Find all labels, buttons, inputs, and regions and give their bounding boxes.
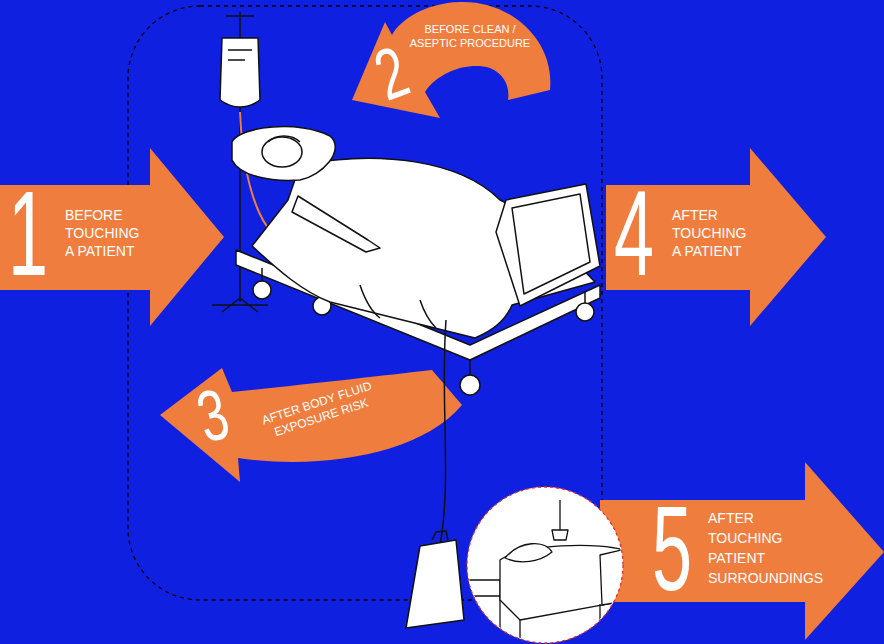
patient-arm bbox=[292, 196, 380, 252]
bed-wheel bbox=[253, 281, 271, 299]
inset-footboard bbox=[600, 548, 632, 605]
moment-number: 5 bbox=[652, 488, 692, 608]
bedside-table bbox=[466, 580, 500, 640]
arrow-shape bbox=[0, 148, 224, 326]
arrow-shape bbox=[352, 2, 550, 118]
urine-bag-neck bbox=[432, 531, 448, 540]
footboard-panel bbox=[512, 194, 590, 294]
urine-bag-drawing bbox=[406, 320, 464, 628]
urine-bag bbox=[406, 540, 464, 628]
iv-bag-marks bbox=[228, 50, 252, 60]
moment-arrow: 1 BEFORE TOUCHING A PATIENT bbox=[0, 148, 226, 328]
moment-label: AFTER TOUCHING A PATIENT bbox=[672, 206, 754, 260]
moment-arrow: 5AFTER TOUCHING PATIENT SURROUNDINGS bbox=[600, 462, 884, 642]
catheter-tube bbox=[440, 320, 446, 545]
moment-label: AFTER TOUCHING PATIENT SURROUNDINGS bbox=[708, 508, 818, 588]
pillow bbox=[232, 127, 335, 181]
patient-head bbox=[262, 137, 302, 167]
arrow-shape bbox=[160, 368, 462, 482]
moment-label: BEFORE CLEAN / ASEPTIC PROCEDURE bbox=[400, 22, 540, 50]
call-handle bbox=[552, 500, 568, 540]
iv-bag bbox=[220, 38, 260, 107]
moment-number: 4 bbox=[614, 173, 654, 293]
inset-bed-legs bbox=[520, 604, 600, 640]
moment-arrow: 4 AFTER TOUCHING A PATIENT bbox=[606, 148, 828, 328]
arrow-shape bbox=[606, 148, 826, 326]
bed-wheel bbox=[576, 303, 594, 321]
iv-pole-base bbox=[212, 298, 268, 312]
moment-arrow: 2BEFORE CLEAN / ASEPTIC PROCEDURE bbox=[340, 0, 555, 125]
iv-hook bbox=[226, 15, 254, 17]
inset-pillow bbox=[505, 544, 552, 562]
bed-wheel bbox=[460, 375, 480, 395]
moment-number: 1 bbox=[8, 173, 48, 293]
inset-bed-drawing bbox=[466, 500, 632, 640]
bed-footboard bbox=[496, 184, 600, 306]
arrow-shape bbox=[600, 462, 884, 640]
sheet-folds bbox=[360, 285, 436, 328]
moment-arrow: 3AFTER BODY FLUID EXPOSURE RISK bbox=[150, 362, 470, 487]
table-drawer bbox=[466, 595, 500, 596]
moment-label: BEFORE TOUCHING A PATIENT bbox=[65, 206, 147, 260]
patient-hair bbox=[268, 136, 300, 142]
